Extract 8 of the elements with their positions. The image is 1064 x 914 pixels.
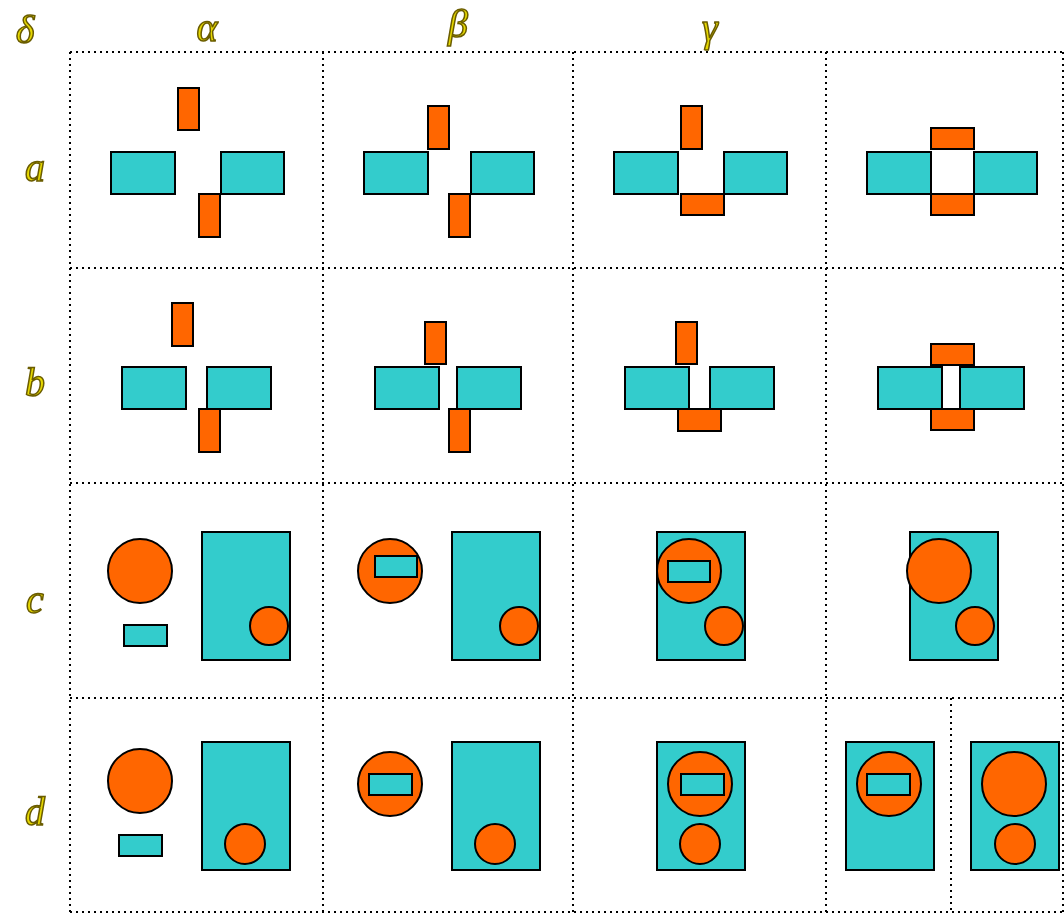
corner-label: δ (15, 8, 35, 52)
row-label: b (25, 361, 45, 405)
column-label: β (448, 2, 468, 46)
row-label: d (25, 790, 45, 834)
row-label: c (26, 578, 44, 622)
column-label: α (196, 6, 218, 50)
column-label: γ (702, 6, 718, 50)
row-label: a (25, 146, 45, 190)
